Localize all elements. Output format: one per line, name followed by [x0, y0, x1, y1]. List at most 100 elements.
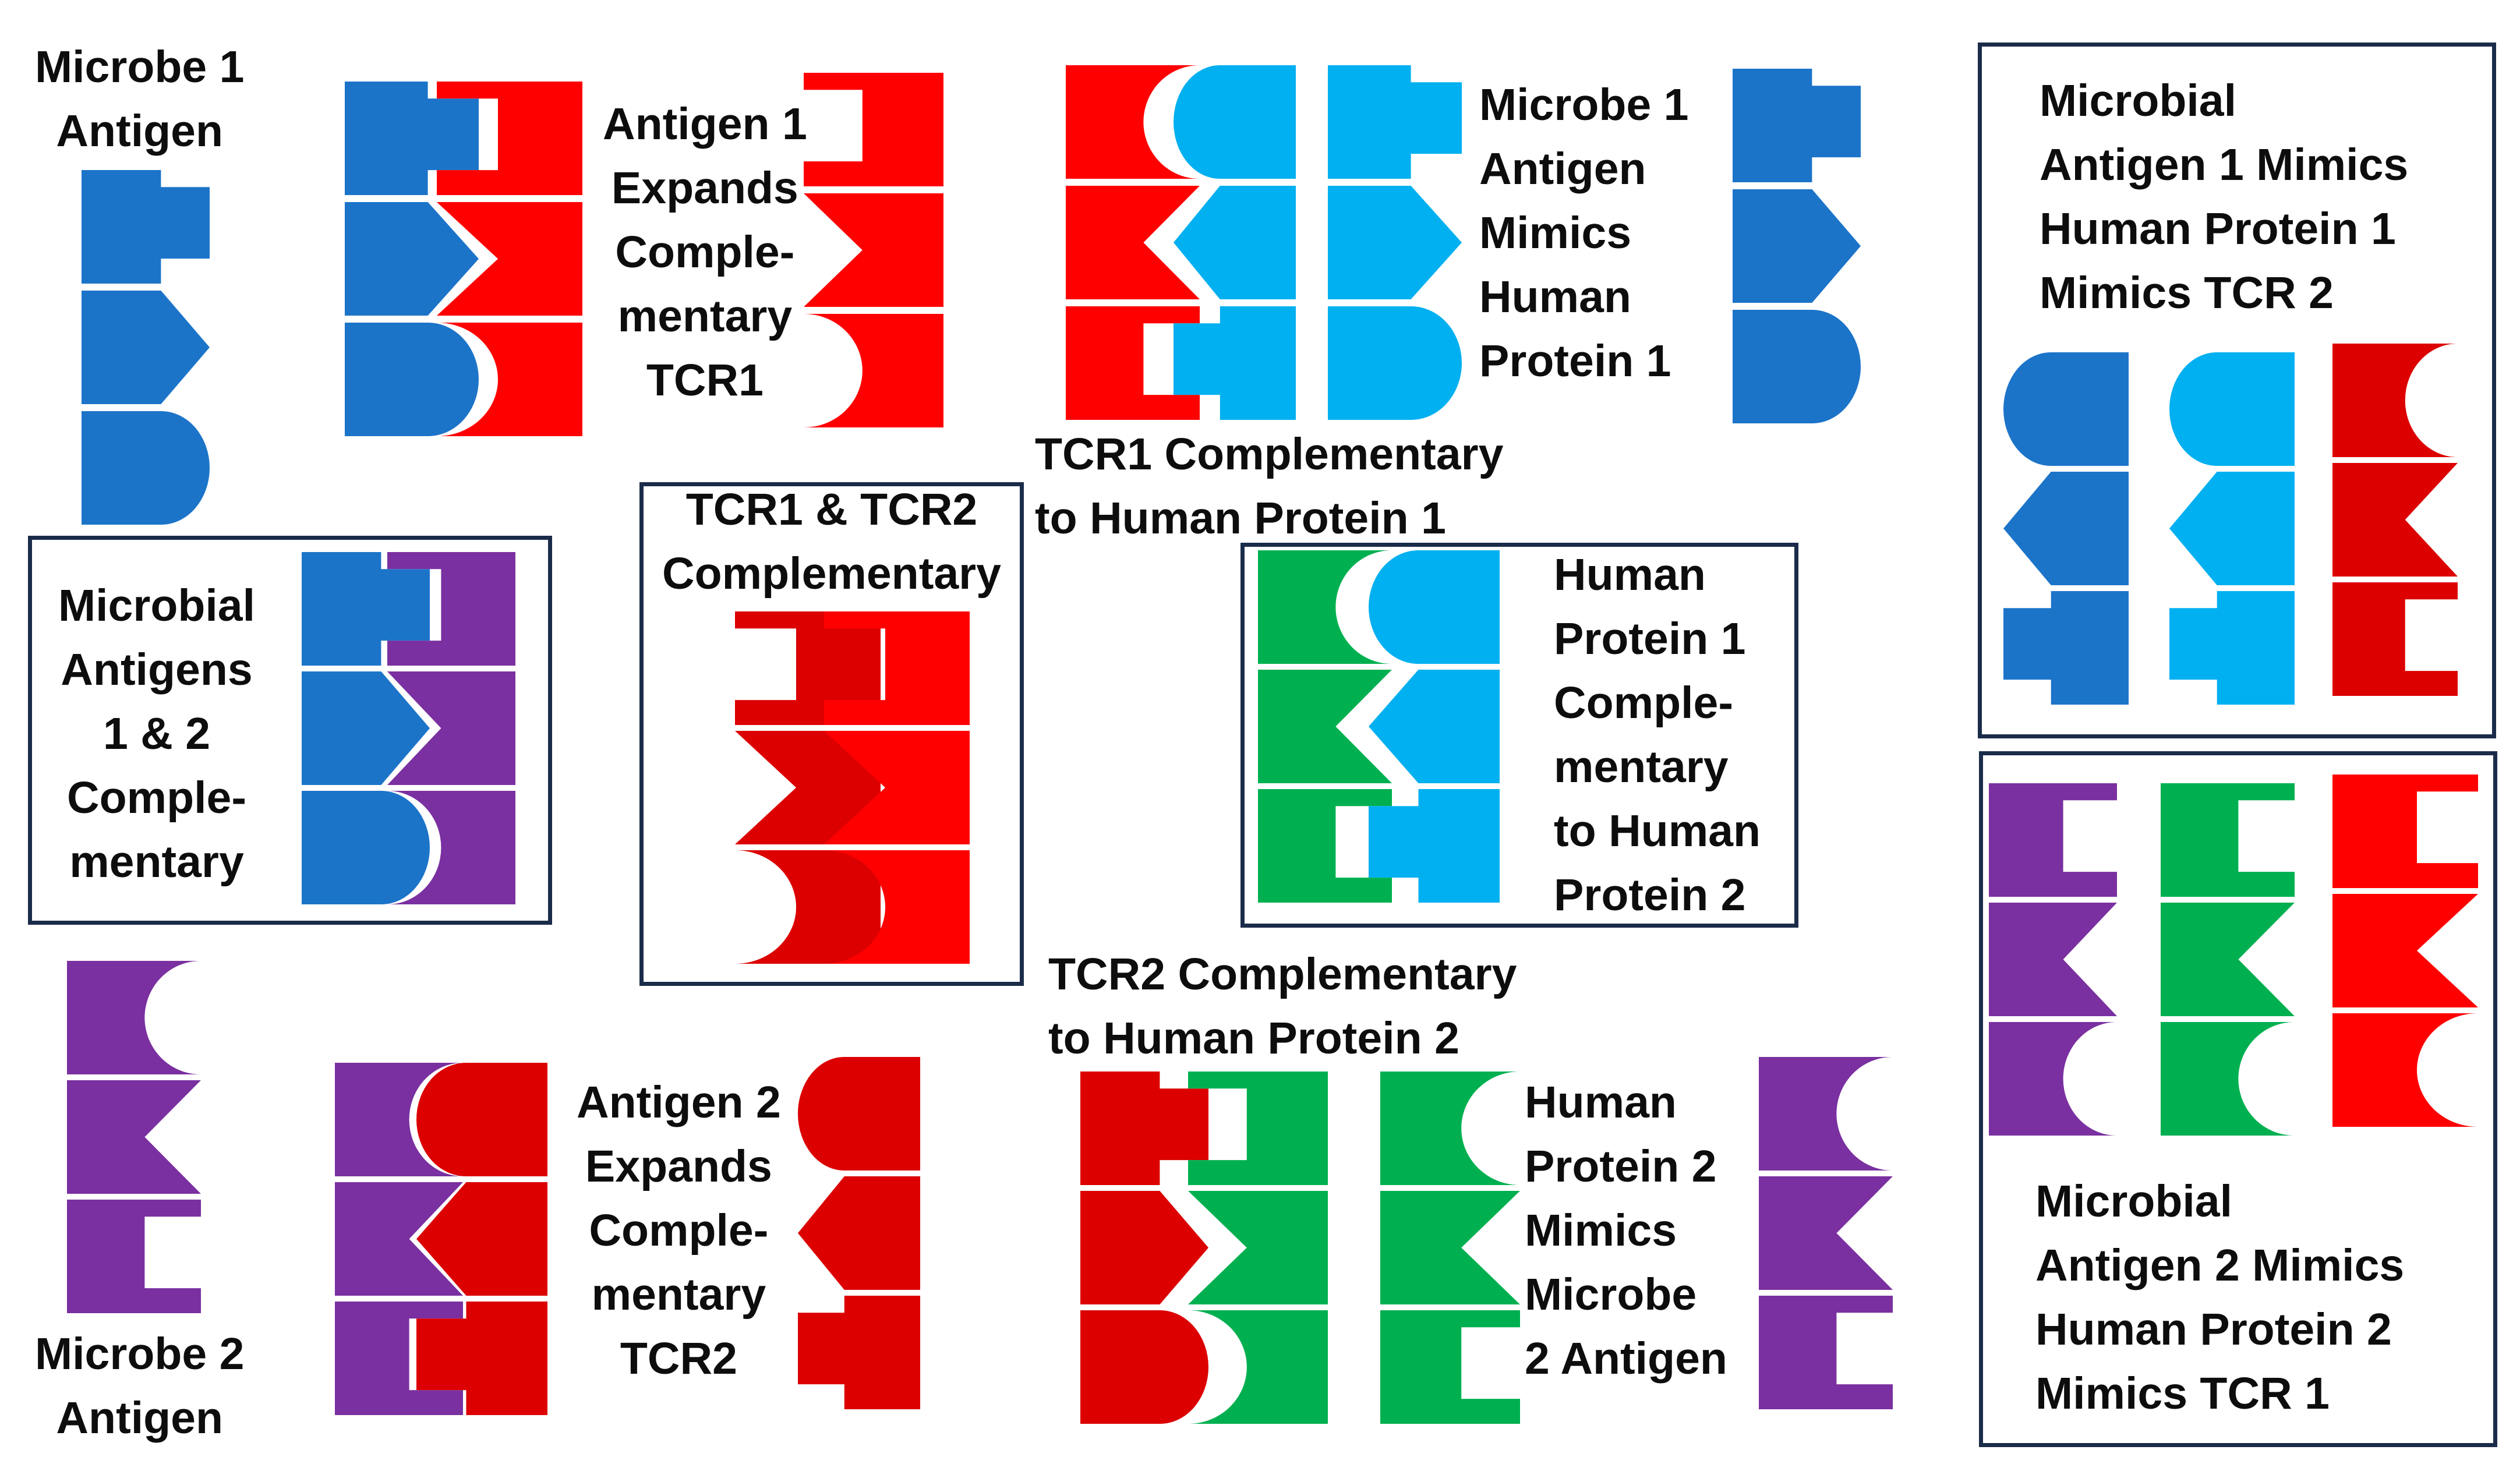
segment-arrow-socket — [387, 671, 515, 785]
label-line: Comple- — [615, 227, 795, 277]
segment-arrow — [1174, 186, 1296, 299]
segment-arrow-socket — [437, 202, 582, 316]
label-line: Antigen — [1479, 144, 1646, 194]
segment-round — [82, 411, 210, 525]
segment-round-socket — [1258, 550, 1392, 664]
box-human-protein1-complementary — [1240, 543, 1798, 928]
label-line: Comple- — [67, 773, 246, 823]
box-microbial-antigen1-mimics — [1978, 43, 2496, 738]
segment-round — [345, 323, 479, 436]
label-line: Microbe 1 — [35, 42, 245, 92]
label-line: TCR1 Complementary — [1035, 429, 1504, 479]
segment-arrow — [1080, 1191, 1208, 1304]
segment-round-socket — [1188, 1310, 1328, 1424]
label-line: Mimics TCR 2 — [2040, 268, 2334, 318]
segment-tab — [2169, 591, 2295, 705]
label-line: TCR1 & TCR2 — [685, 485, 978, 535]
label-line: mentary — [69, 837, 244, 887]
segment-arrow — [1328, 186, 1462, 299]
segment-tab — [302, 552, 430, 666]
segment-arrow — [1733, 189, 1861, 303]
segment-tab — [1369, 789, 1500, 903]
segment-round — [416, 1063, 547, 1176]
segment-round-socket — [2332, 344, 2458, 457]
segment-arrow-socket — [1188, 1191, 1328, 1304]
segment-arrow — [2169, 472, 2295, 585]
segment-tab — [2003, 591, 2129, 705]
segment-tab-socket — [735, 611, 881, 725]
segment-round-socket — [387, 791, 515, 904]
segment-tab — [416, 1302, 547, 1415]
segment-tab-socket — [2332, 582, 2458, 696]
label-line: Antigen 2 Mimics — [2035, 1240, 2405, 1290]
label-line: Antigens — [61, 645, 253, 695]
label-line: TCR1 — [646, 355, 764, 405]
segment-tab-socket — [824, 611, 970, 725]
label-line: Mimics — [1479, 208, 1632, 258]
label-line: Complementary — [662, 549, 1001, 599]
segment-arrow-socket — [735, 731, 881, 844]
segment-arrow-socket — [2332, 894, 2478, 1007]
label-line: Expands — [585, 1141, 772, 1191]
label-line: Microbe 2 — [35, 1329, 245, 1379]
label-line: mentary — [591, 1269, 766, 1320]
segment-tab — [1328, 65, 1462, 179]
label-line: Protein 2 — [1554, 870, 1746, 920]
segment-tab — [82, 170, 210, 284]
label-line: Microbial — [2040, 76, 2237, 126]
segment-round-socket — [1989, 1022, 2117, 1136]
segment-tab-socket — [1066, 306, 1200, 420]
label-line: Microbial — [58, 581, 256, 631]
label-line: Antigen — [56, 1393, 223, 1443]
segment-arrow-socket — [2161, 903, 2295, 1016]
segment-round — [1369, 550, 1500, 664]
segment-round-socket — [1066, 65, 1200, 179]
segment-arrow-socket — [1759, 1176, 1893, 1290]
label-line: Protein 1 — [1554, 614, 1746, 664]
label-line: Expands — [611, 163, 798, 213]
segment-tab-socket — [1380, 1310, 1520, 1424]
label-microbe2-antigen: Microbe 2 Antigen — [35, 1322, 244, 1450]
segment-tab-socket — [1989, 783, 2117, 897]
segment-tab — [798, 1296, 920, 1409]
label-line: 1 & 2 — [103, 709, 211, 759]
label-line: Mimics — [1525, 1205, 1677, 1256]
segment-arrow — [2003, 472, 2129, 585]
segment-tab — [1733, 69, 1861, 182]
label-line: Protein 2 — [1525, 1141, 1717, 1191]
segment-round-socket — [67, 961, 201, 1074]
segment-tab — [1080, 1072, 1208, 1185]
label-line: mentary — [617, 291, 793, 341]
segment-tab-socket — [437, 82, 582, 195]
segment-arrow — [302, 671, 430, 785]
label-line: to Human Protein 2 — [1048, 1013, 1459, 1063]
label-line: Human Protein 2 — [2035, 1304, 2392, 1355]
segment-arrow — [798, 1176, 920, 1290]
segment-arrow-socket — [67, 1080, 201, 1194]
segment-round — [2169, 352, 2295, 466]
segment-round-socket — [1759, 1057, 1893, 1171]
segment-round — [798, 1057, 920, 1171]
segment-round-socket — [735, 850, 881, 964]
label-line: TCR2 Complementary — [1048, 949, 1517, 999]
segment-tab-socket — [2161, 783, 2295, 897]
segment-round — [1733, 310, 1861, 423]
segment-tab — [1174, 306, 1296, 420]
segment-round-socket — [1380, 1072, 1520, 1185]
segment-tab-socket — [1188, 1072, 1328, 1185]
label-line: Human — [1525, 1077, 1677, 1127]
label-tcr2-complementary-hp2: TCR2 Complementary to Human Protein 2 — [1048, 942, 1517, 1070]
segment-round — [2003, 352, 2129, 466]
label-line: Human — [1479, 272, 1631, 322]
segment-tab-socket — [387, 552, 515, 666]
segment-arrow — [1369, 670, 1500, 783]
segment-arrow-socket — [335, 1182, 463, 1296]
segment-round-socket — [437, 323, 582, 436]
